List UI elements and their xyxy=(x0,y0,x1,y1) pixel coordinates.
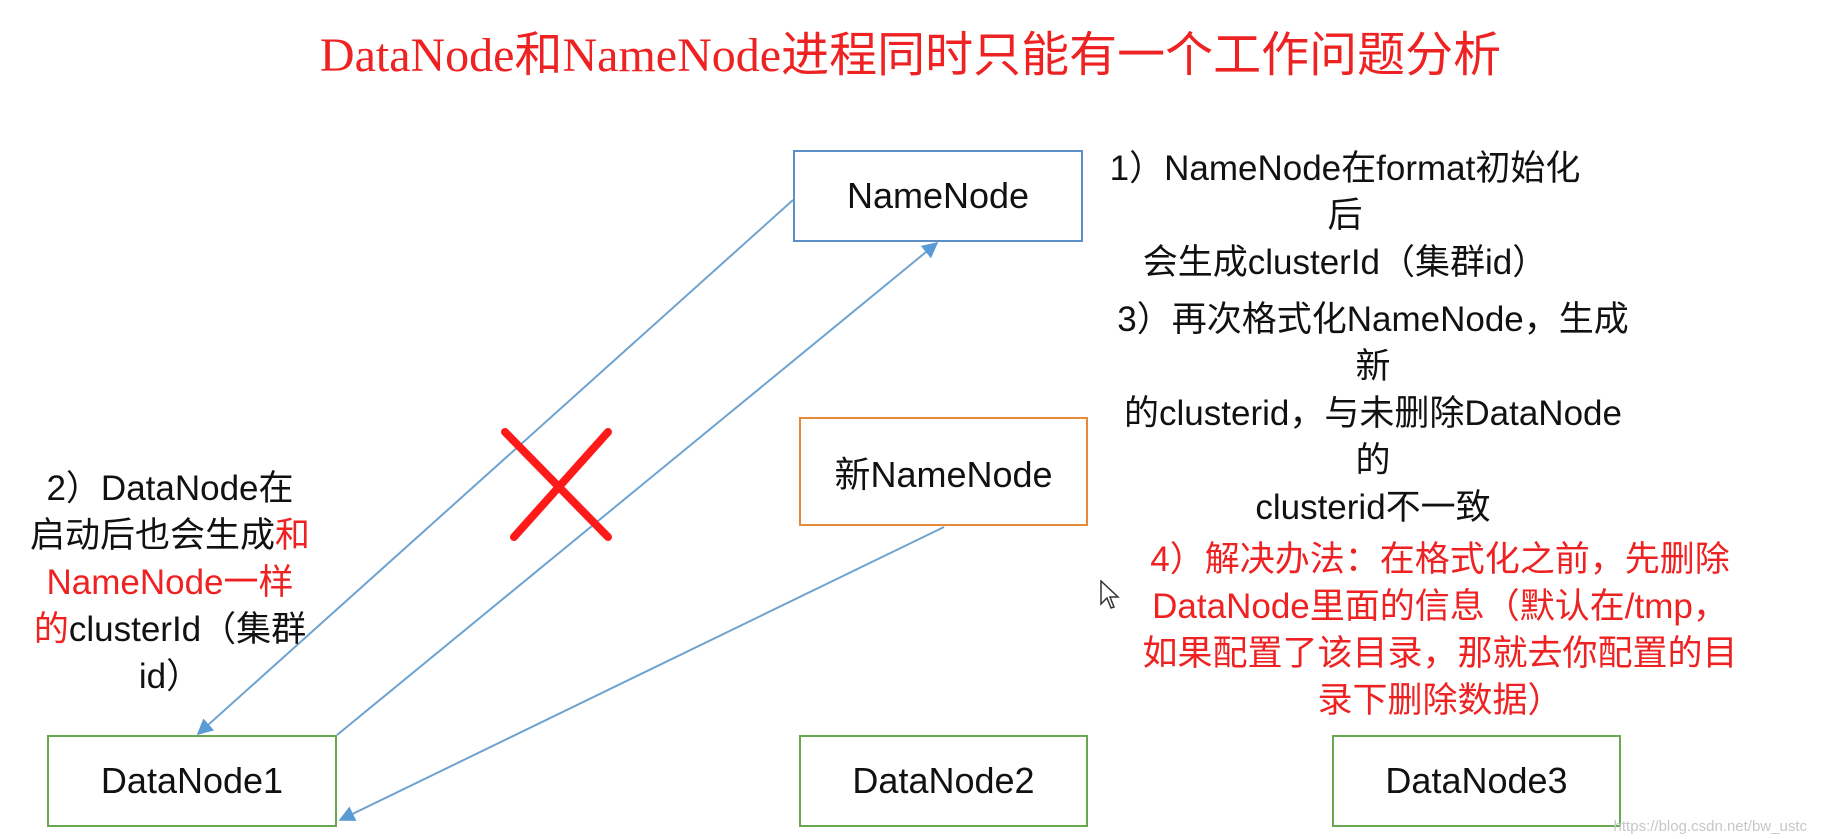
note-4: 4）解决办法：在格式化之前，先删除 DataNode里面的信息（默认在/tmp，… xyxy=(1110,536,1770,724)
note-3-line-1: 3）再次格式化NameNode，生成新 xyxy=(1117,300,1629,386)
note-4-line-4: 录下删除数据） xyxy=(1317,681,1563,720)
mouse-cursor-icon xyxy=(1100,580,1120,609)
datanode2-box: DataNode2 xyxy=(799,735,1088,827)
arrow-datanode1-to-namenode xyxy=(336,241,939,736)
note-2-line-2-black: 启动后也会生成 xyxy=(29,516,275,555)
watermark: https://blog.csdn.net/bw_ustc xyxy=(1613,818,1807,835)
arrow-namenode-to-datanode1 xyxy=(196,199,794,736)
arrow-new-namenode-to-datanode1 xyxy=(338,526,945,821)
note-3-line-2: 的clusterid，与未删除DataNode的 xyxy=(1124,394,1622,480)
note-4-line-3: 如果配置了该目录，那就去你配置的目 xyxy=(1142,634,1738,673)
note-4-line-1: 4）解决办法：在格式化之前，先删除 xyxy=(1150,540,1730,579)
datanode1-label: DataNode1 xyxy=(100,760,284,801)
datanode3-label: DataNode3 xyxy=(1385,760,1568,801)
note-2-line-1: 2）DataNode在 xyxy=(46,469,294,508)
note-2-line-5: id） xyxy=(138,657,202,696)
datanode3-box: DataNode3 xyxy=(1332,735,1621,827)
namenode-box: NameNode xyxy=(793,150,1083,242)
datanode2-label: DataNode2 xyxy=(852,760,1035,801)
cross-mark-icon xyxy=(501,428,612,541)
note-2-line-2-red: 和 xyxy=(275,516,311,555)
namenode-label: NameNode xyxy=(846,175,1030,216)
note-1-line-2: 会生成clusterId（集群id） xyxy=(1142,243,1548,282)
note-2-line-4-red: 的 xyxy=(33,610,69,649)
diagram-title: DataNode和NameNode进程同时只能有一个工作问题分析 xyxy=(319,29,1502,82)
note-3-line-3: clusterid不一致 xyxy=(1255,488,1491,527)
datanode1-box: DataNode1 xyxy=(47,735,337,827)
new-namenode-box: 新NameNode xyxy=(799,417,1088,526)
note-2-line-3: NameNode一样 xyxy=(46,563,294,602)
note-2: 2）DataNode在 启动后也会生成和 NameNode一样 的cluster… xyxy=(0,465,340,700)
note-1-line-1: 1）NameNode在format初始化后 xyxy=(1109,149,1581,235)
new-namenode-label: 新NameNode xyxy=(834,453,1053,495)
note-1: 1）NameNode在format初始化后 会生成clusterId（集群id） xyxy=(1105,145,1585,286)
note-2-line-4-black: clusterId（集群 xyxy=(68,610,307,649)
note-4-line-2: DataNode里面的信息（默认在/tmp， xyxy=(1152,587,1728,626)
note-3: 3）再次格式化NameNode，生成新 的clusterid，与未删除DataN… xyxy=(1108,296,1638,531)
